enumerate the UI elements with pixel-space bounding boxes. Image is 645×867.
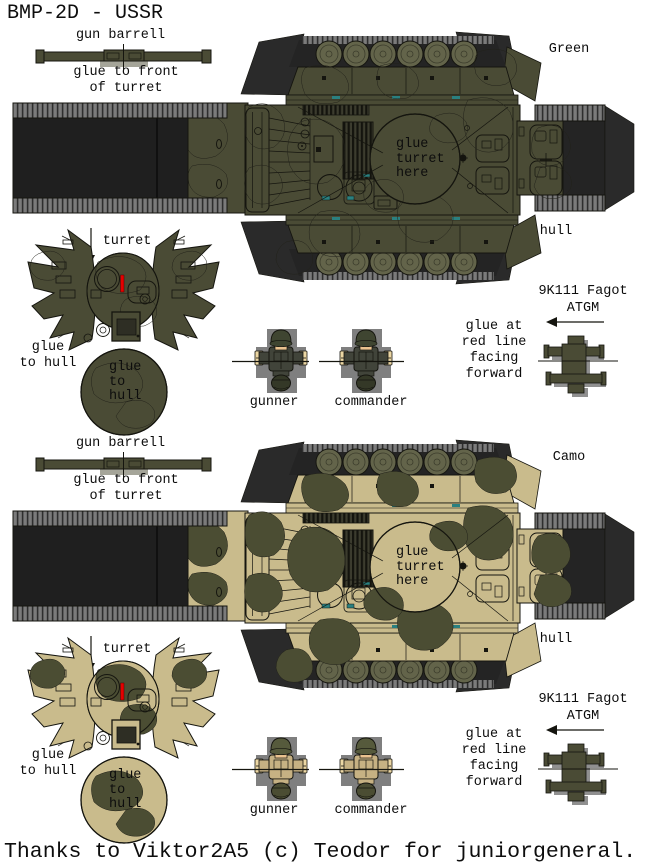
camo-patches <box>244 456 572 683</box>
camo-patches <box>244 48 572 275</box>
track-strip-art <box>12 102 249 214</box>
template-art <box>12 31 635 436</box>
hull-template-art <box>240 31 635 285</box>
track-strip-art <box>12 510 249 622</box>
hull-label: hull <box>539 632 573 647</box>
left-arrow-icon <box>546 725 604 735</box>
turret-template-art <box>27 636 220 844</box>
hull-template-art <box>240 439 635 693</box>
red-glue-line <box>120 682 125 701</box>
hull-label: hull <box>539 224 573 239</box>
credit-text: Thanks to Viktor2A5 (c) Teodor for junio… <box>4 840 637 864</box>
variant-label: Green <box>548 42 590 57</box>
atgm-art <box>538 725 618 805</box>
gun-barrel-label: gun barrell <box>75 436 166 451</box>
turret-label: turret <box>102 234 152 249</box>
turret-label: turret <box>102 642 152 657</box>
fold-lines <box>297 514 509 622</box>
left-arrow-icon <box>546 317 604 327</box>
gunner-label: gunner <box>249 803 299 818</box>
fold-lines <box>297 106 509 214</box>
commander-label: commander <box>334 395 408 410</box>
page-title: BMP-2D - USSR <box>7 2 164 25</box>
gun-barrel-art <box>35 44 212 70</box>
glacis-ribs <box>268 117 311 207</box>
gun-barrel-art <box>35 452 212 478</box>
gun-barrel-label: gun barrell <box>75 28 166 43</box>
variant-label: Camo <box>552 450 586 465</box>
gunner-label: gunner <box>249 395 299 410</box>
template-art <box>12 439 635 844</box>
red-glue-line <box>120 274 125 293</box>
commander-label: commander <box>334 803 408 818</box>
turret-template-art <box>27 228 220 436</box>
atgm-art <box>538 317 618 397</box>
